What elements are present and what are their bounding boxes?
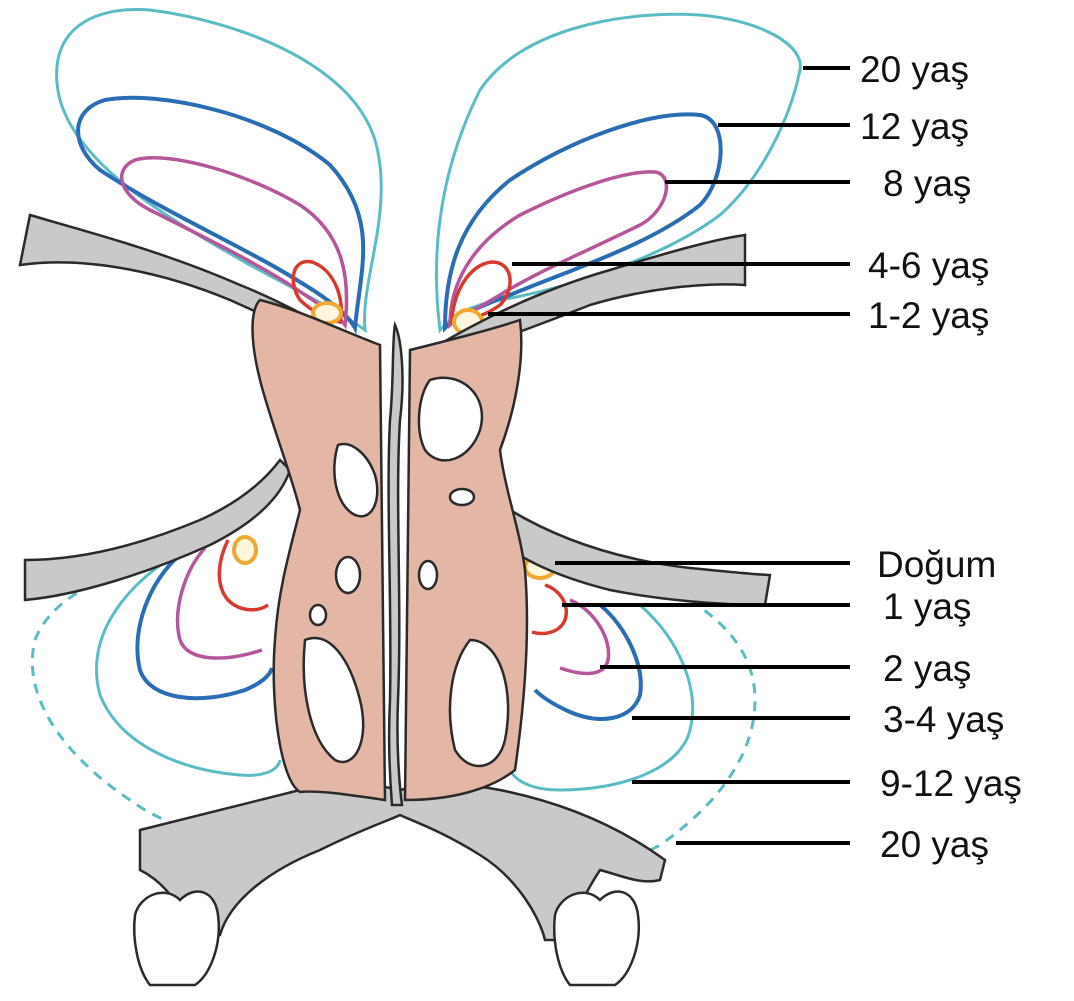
label-frontal-8: 8 yaş (883, 163, 971, 204)
left-molar (134, 892, 219, 985)
label-maxillary-2: 2 yaş (883, 648, 971, 689)
maxillary-1-right-contour (532, 585, 566, 634)
label-frontal-1-2: 1-2 yaş (868, 295, 989, 336)
left-ethmoid-cell-2 (310, 605, 326, 625)
nasal-cavity (253, 300, 527, 805)
leader-lines (488, 68, 850, 843)
label-frontal-4-6: 4-6 yaş (868, 245, 989, 286)
label-maxillary-9-12: 9-12 yaş (880, 763, 1022, 804)
label-maxillary-20: 20 yaş (880, 824, 989, 865)
age-labels: 20 yaş 12 yaş 8 yaş 4-6 yaş 1-2 yaş Doğu… (860, 49, 1022, 865)
nasal-septum (389, 325, 403, 805)
maxillary-3-4-left-contour (137, 555, 272, 698)
left-ethmoid-cell-1 (336, 557, 360, 593)
right-orbit-floor (505, 510, 770, 605)
maxillary-9-12-left-contour (97, 555, 280, 775)
maxillary-3-4-right-contour (535, 605, 641, 719)
label-maxillary-3-4: 3-4 yaş (883, 699, 1004, 740)
label-maxillary-1: 1 yaş (883, 586, 971, 627)
right-ethmoid-cell-2 (450, 489, 474, 505)
label-frontal-12: 12 yaş (860, 106, 969, 147)
teeth (134, 892, 639, 985)
right-molar (554, 892, 639, 985)
right-ethmoid-cell-1 (419, 561, 437, 589)
label-frontal-20: 20 yaş (860, 49, 969, 90)
maxillary-birth-left-contour (234, 537, 256, 563)
label-maxillary-birth: Doğum (877, 544, 996, 585)
